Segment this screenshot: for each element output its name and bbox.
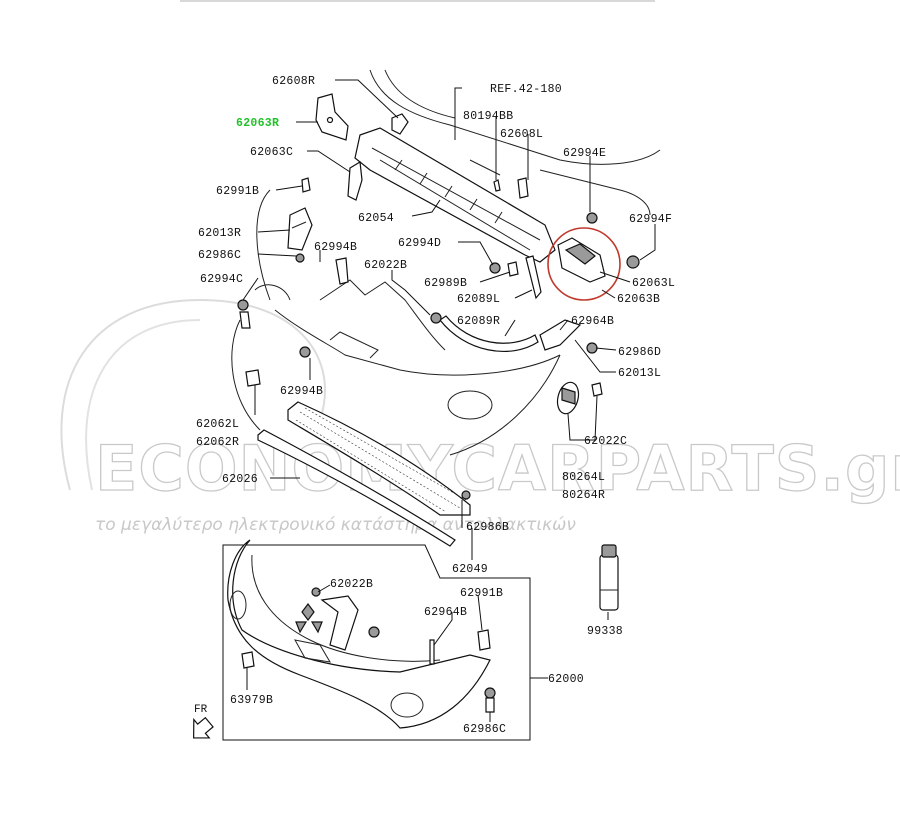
top-border <box>180 0 655 2</box>
label-62608R[interactable]: 62608R <box>272 75 315 88</box>
watermark-tagline: το μεγαλύτερο ηλεκτρονικό κατάστημα αντα… <box>95 515 576 535</box>
label-62994D[interactable]: 62994D <box>398 237 441 250</box>
watermark: ECONOMYCARPARTS.gr το μεγαλύτερο ηλεκτρο… <box>60 298 900 535</box>
lower-assembly-box <box>222 544 531 741</box>
label-62994E[interactable]: 62994E <box>563 147 606 160</box>
label-62000[interactable]: 62000 <box>548 673 584 686</box>
ref-label[interactable]: REF.42-180 <box>490 83 562 96</box>
front-direction-marker: FR <box>193 704 214 739</box>
label-62608L[interactable]: 62608L <box>500 128 543 141</box>
part-62026-lower-strip <box>257 429 456 547</box>
label-62089L[interactable]: 62089L <box>457 293 500 306</box>
label-62022B-upper[interactable]: 62022B <box>364 259 407 272</box>
label-62991B-lower[interactable]: 62991B <box>460 587 503 600</box>
part-62000-bumper <box>227 539 491 729</box>
fasteners-lower <box>241 587 496 713</box>
part-62013R-bracket <box>287 207 313 251</box>
label-62994F[interactable]: 62994F <box>629 213 672 226</box>
part-62022C-foglamp <box>556 381 580 415</box>
body-outline <box>256 69 661 301</box>
label-62986B[interactable]: 62986B <box>466 521 509 534</box>
part-62089L-bracket <box>525 255 542 300</box>
part-62063R-bracket <box>315 93 349 141</box>
label-62054[interactable]: 62054 <box>358 212 394 225</box>
part-62026-grille <box>287 401 471 516</box>
fasteners-upper <box>237 177 640 500</box>
label-62022C[interactable]: 62022C <box>584 435 627 448</box>
part-99338-spray <box>599 544 619 611</box>
label-62013L[interactable]: 62013L <box>618 367 661 380</box>
label-62022B-lower[interactable]: 62022B <box>330 578 373 591</box>
label-62986D[interactable]: 62986D <box>618 346 661 359</box>
label-62062R[interactable]: 62062R <box>196 436 239 449</box>
label-62986C-upper[interactable]: 62986C <box>198 249 241 262</box>
label-80264R[interactable]: 80264R <box>562 489 605 502</box>
highlight-circle <box>547 227 621 301</box>
label-62991B-upper[interactable]: 62991B <box>216 185 259 198</box>
part-62063L-bracket <box>557 237 606 283</box>
part-labels: 62608R 62063R REF.42-180 80194BB 62608L … <box>196 75 675 736</box>
label-62986C-lower[interactable]: 62986C <box>463 723 506 736</box>
part-62089R-bracket <box>439 315 539 353</box>
label-62062L[interactable]: 62062L <box>196 418 239 431</box>
label-99338[interactable]: 99338 <box>587 625 623 638</box>
bumper-cover-outline <box>231 279 561 456</box>
label-62964B-lower[interactable]: 62964B <box>424 606 467 619</box>
label-62049[interactable]: 62049 <box>452 563 488 576</box>
label-63979B[interactable]: 63979B <box>230 694 273 707</box>
label-62994B-upper[interactable]: 62994B <box>314 241 357 254</box>
label-62063L[interactable]: 62063L <box>632 277 675 290</box>
leader-lines <box>242 79 656 722</box>
label-80264L[interactable]: 80264L <box>562 471 605 484</box>
part-62022B-lower-bracket <box>320 595 359 651</box>
label-62063B[interactable]: 62063B <box>617 293 660 306</box>
label-62089R[interactable]: 62089R <box>457 315 500 328</box>
label-62964B-upper[interactable]: 62964B <box>571 315 614 328</box>
watermark-swoosh <box>60 298 326 491</box>
watermark-brand: ECONOMYCARPARTS.gr <box>95 432 900 505</box>
label-62026[interactable]: 62026 <box>222 473 258 486</box>
label-62063C[interactable]: 62063C <box>250 146 293 159</box>
part-62964B-bracket <box>539 319 582 351</box>
fr-label: FR <box>194 704 208 716</box>
label-62994B-lower[interactable]: 62994B <box>280 385 323 398</box>
label-62063R-highlighted[interactable]: 62063R <box>236 117 279 130</box>
label-80194BB[interactable]: 80194BB <box>463 110 513 123</box>
part-62063C-bracket <box>347 161 363 201</box>
label-62994C[interactable]: 62994C <box>200 273 243 286</box>
label-62989B[interactable]: 62989B <box>424 277 467 290</box>
watermark-swoosh-2 <box>85 319 201 491</box>
label-62013R[interactable]: 62013R <box>198 227 241 240</box>
part-62608R-clip <box>391 113 409 135</box>
